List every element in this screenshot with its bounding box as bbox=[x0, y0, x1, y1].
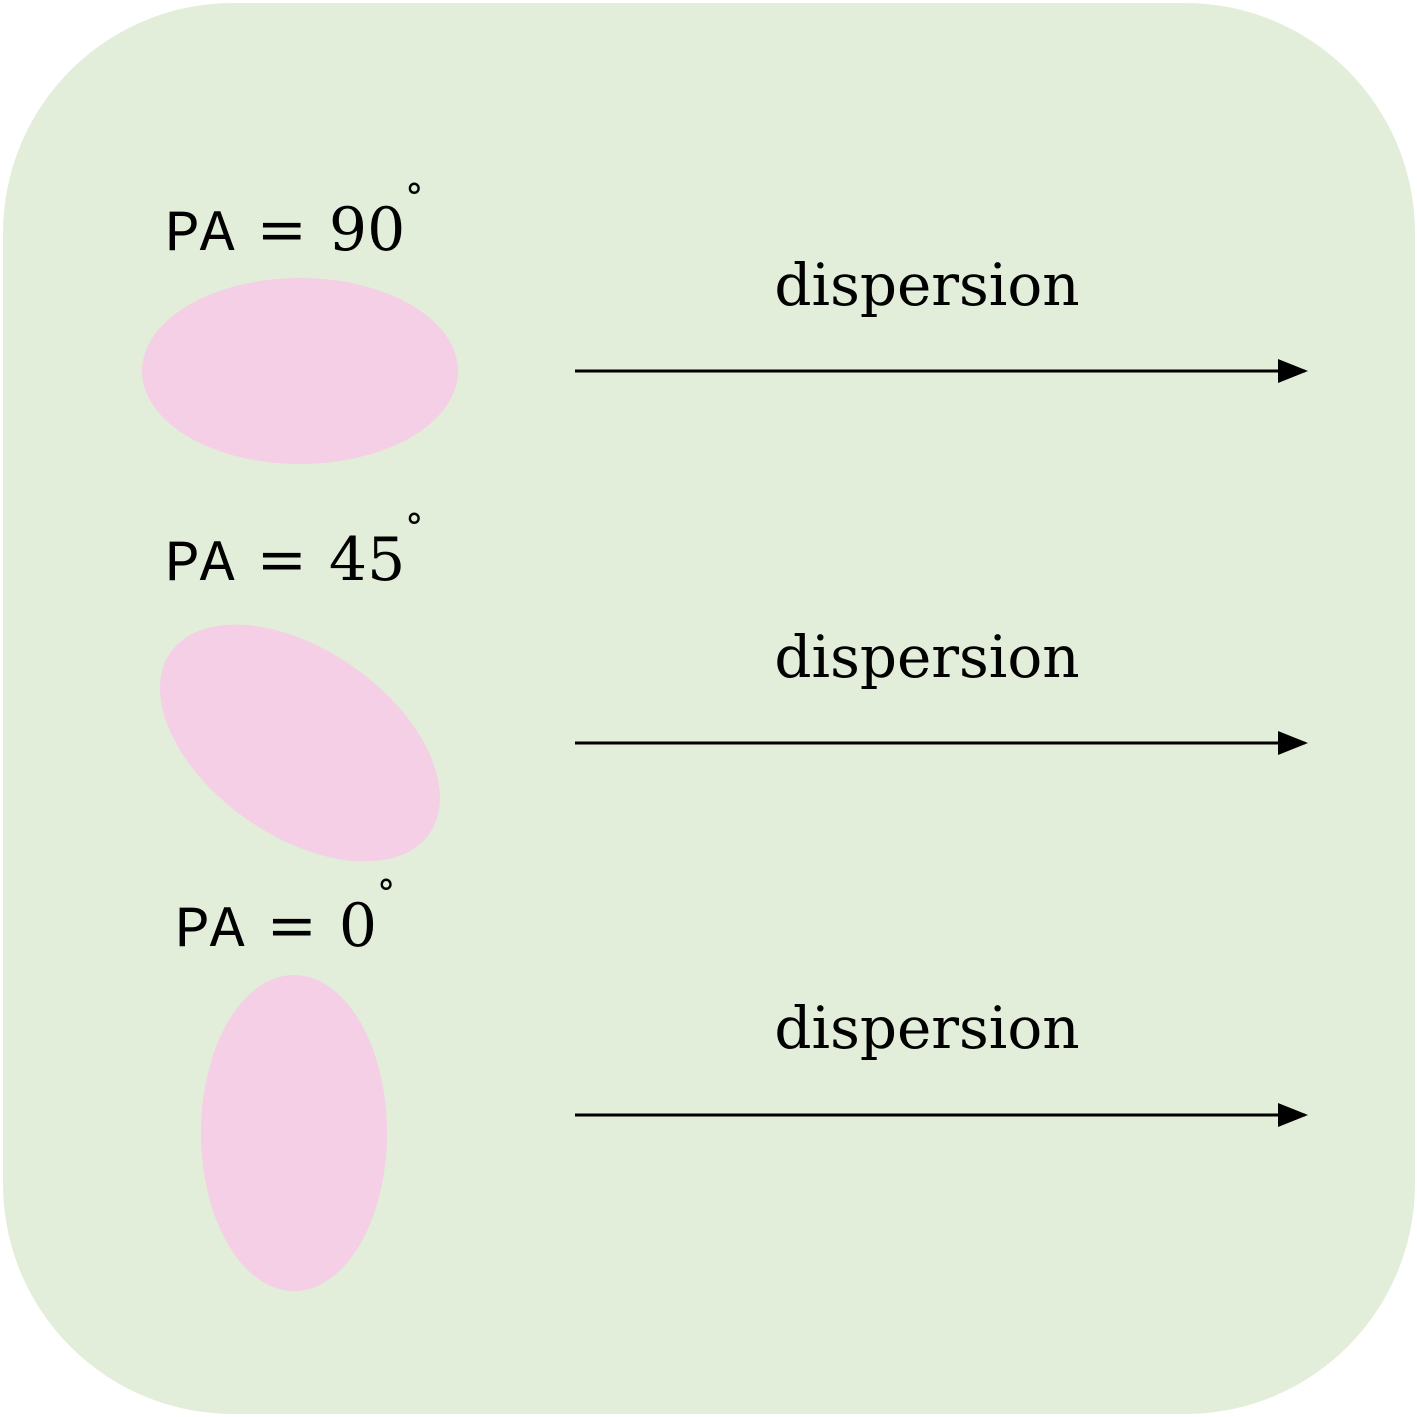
ellipse-pa-90 bbox=[142, 278, 458, 464]
pa-label-45: PA=45° bbox=[165, 508, 423, 598]
ellipse-pa-0 bbox=[201, 975, 387, 1291]
pa-label-0: PA=0° bbox=[175, 874, 395, 964]
dispersion-label: dispersion bbox=[774, 994, 1079, 1062]
dispersion-label: dispersion bbox=[774, 251, 1079, 319]
ellipse-pa-45 bbox=[160, 624, 440, 862]
dispersion-label: dispersion bbox=[774, 623, 1079, 691]
pa-label-90: PA=90° bbox=[165, 178, 423, 268]
